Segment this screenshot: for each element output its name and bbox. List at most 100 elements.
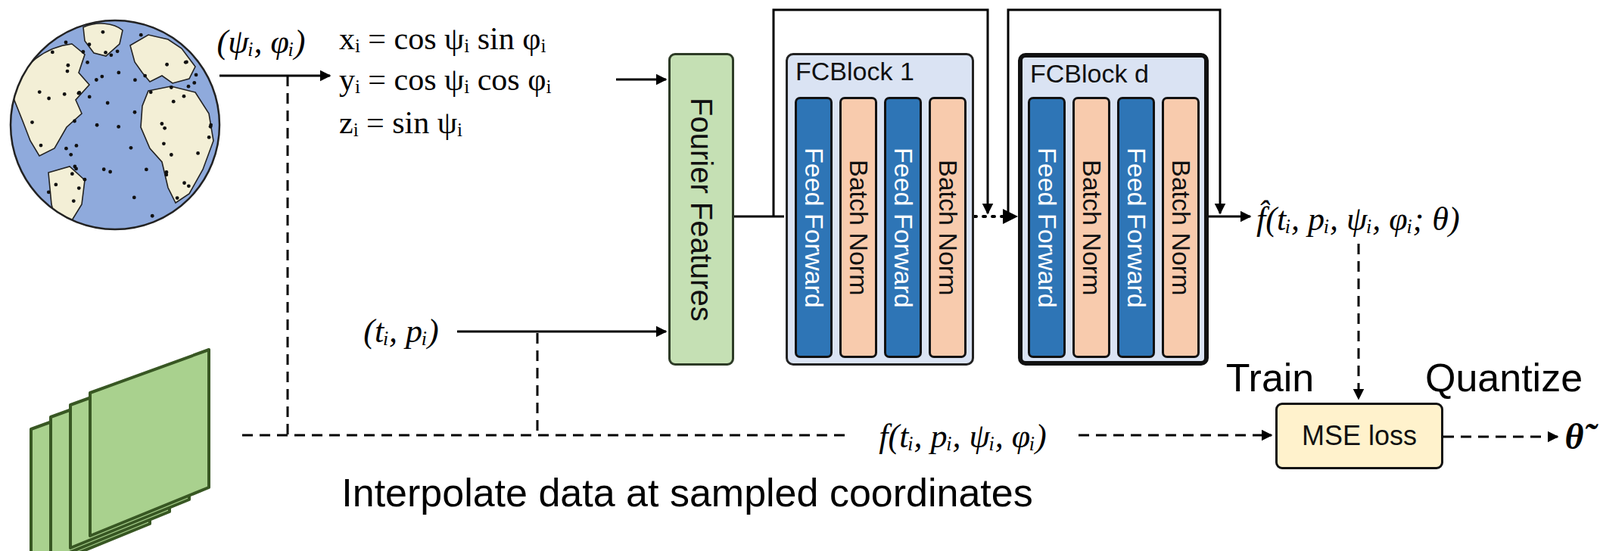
sample-dot	[144, 168, 149, 172]
sample-dot	[108, 52, 113, 57]
sample-dot	[46, 189, 51, 194]
box-label: MSE loss	[1301, 421, 1417, 451]
math-label: yᵢ = cos ψᵢ cos φᵢ	[339, 61, 551, 98]
sample-dot	[143, 74, 147, 78]
sample-dot	[192, 80, 197, 85]
sample-dot	[150, 214, 155, 218]
sample-dot	[115, 49, 120, 53]
dashed-arrow	[1443, 435, 1558, 439]
sample-dot	[72, 119, 77, 124]
feed-forward-layer: Feed Forward	[1027, 96, 1066, 358]
sample-dot	[162, 126, 167, 131]
sample-dot	[64, 146, 69, 151]
sample-dot	[149, 90, 153, 94]
block-connector	[974, 214, 1017, 218]
sample-dot	[171, 99, 176, 104]
loss-box: MSE loss	[1275, 402, 1444, 470]
sample-dot	[116, 124, 121, 129]
sample-dot	[139, 33, 144, 38]
sample-dot	[208, 124, 213, 129]
sample-dot	[102, 167, 106, 172]
feature-connector	[734, 215, 785, 218]
sample-dot	[70, 171, 75, 176]
sample-dot	[62, 92, 67, 97]
sample-dot	[39, 143, 44, 148]
sample-dot	[186, 84, 191, 89]
sample-dot	[81, 49, 86, 54]
math-label: (ψᵢ, φᵢ)	[217, 23, 306, 63]
layer-label: Feed Forward	[889, 147, 917, 309]
sample-dot	[194, 73, 199, 78]
math-label: (tᵢ, pᵢ)	[363, 312, 439, 352]
layer-label: Feed Forward	[1122, 147, 1150, 309]
sample-dot	[105, 101, 110, 106]
layer-label: Batch Norm	[1077, 159, 1106, 296]
sample-dot	[85, 60, 90, 65]
sample-dot	[74, 143, 79, 148]
dashed-arrow	[1357, 243, 1361, 399]
sample-dot	[87, 95, 92, 100]
dashed-line	[536, 333, 539, 436]
feed-forward-layer: Feed Forward	[1117, 96, 1155, 358]
fc-block: FCBlock 1 Feed Forward Batch Norm Feed Forw…	[785, 52, 975, 366]
math-label: xᵢ = cos ψᵢ sin φᵢ	[339, 20, 546, 57]
fc-block: FCBlock dFeed ForwardBatch NormFeed Forw…	[1017, 52, 1209, 366]
batch-norm-layer: Batch Norm	[928, 96, 967, 358]
math-label: f(tᵢ, pᵢ, ψᵢ, φᵢ)	[874, 417, 1051, 457]
sample-dot	[77, 186, 81, 190]
globe-illustration	[10, 20, 220, 230]
layer-label: Batch Norm	[933, 159, 962, 296]
output-arrow	[1208, 215, 1251, 218]
sample-dot	[87, 42, 92, 47]
layer-label: Feed Forward	[800, 147, 828, 309]
sample-dot	[159, 121, 164, 126]
batch-norm-layer: Batch Norm	[839, 96, 878, 358]
sample-dot	[184, 60, 189, 65]
data-slice	[90, 349, 209, 536]
text-label: Train	[1226, 355, 1315, 402]
sample-dot	[133, 77, 137, 82]
sample-dot	[186, 183, 191, 188]
sample-dot	[108, 170, 113, 175]
sample-dot	[53, 183, 58, 187]
text-label: Interpolate data at sampled coordinates	[341, 470, 1033, 517]
feed-forward-layer: Feed Forward	[884, 96, 922, 358]
sample-dot	[164, 170, 169, 175]
sample-dot	[64, 40, 69, 45]
layer-label: Batch Norm	[1167, 159, 1195, 296]
dashed-line	[286, 75, 290, 436]
sample-dot	[95, 123, 100, 128]
sample-dot	[99, 74, 104, 79]
sample-dot	[30, 120, 35, 125]
sample-dot	[169, 152, 174, 157]
sample-dot	[116, 70, 121, 75]
data-slices	[31, 349, 209, 551]
sample-dot	[77, 91, 81, 96]
batch-norm-layer: Batch Norm	[1072, 96, 1111, 358]
sample-dot	[207, 135, 212, 140]
input-arrow	[616, 78, 667, 81]
sample-dot	[161, 141, 166, 146]
sample-dot	[103, 50, 108, 55]
sample-dot	[169, 85, 174, 90]
batch-norm-layer: Batch Norm	[1161, 96, 1200, 358]
sample-dot	[65, 69, 70, 74]
feed-forward-layer: Feed Forward	[794, 96, 833, 358]
sample-dot	[196, 151, 200, 156]
layer-label: Batch Norm	[844, 159, 872, 296]
sample-dot	[132, 195, 137, 200]
sample-dot	[133, 110, 137, 115]
sample-dot	[175, 196, 180, 200]
sample-dot	[66, 63, 71, 68]
sample-dot	[101, 30, 106, 35]
dashed-arrow	[1078, 434, 1272, 437]
text-label: Quantize	[1425, 355, 1583, 402]
sample-dot	[71, 199, 76, 203]
sample-dot	[182, 180, 187, 185]
sample-dot	[129, 146, 134, 150]
sample-dot	[182, 94, 187, 99]
box-label: FCBlock 1	[795, 58, 915, 86]
sample-dot	[37, 90, 42, 94]
math-label: θ̃	[1565, 415, 1585, 458]
